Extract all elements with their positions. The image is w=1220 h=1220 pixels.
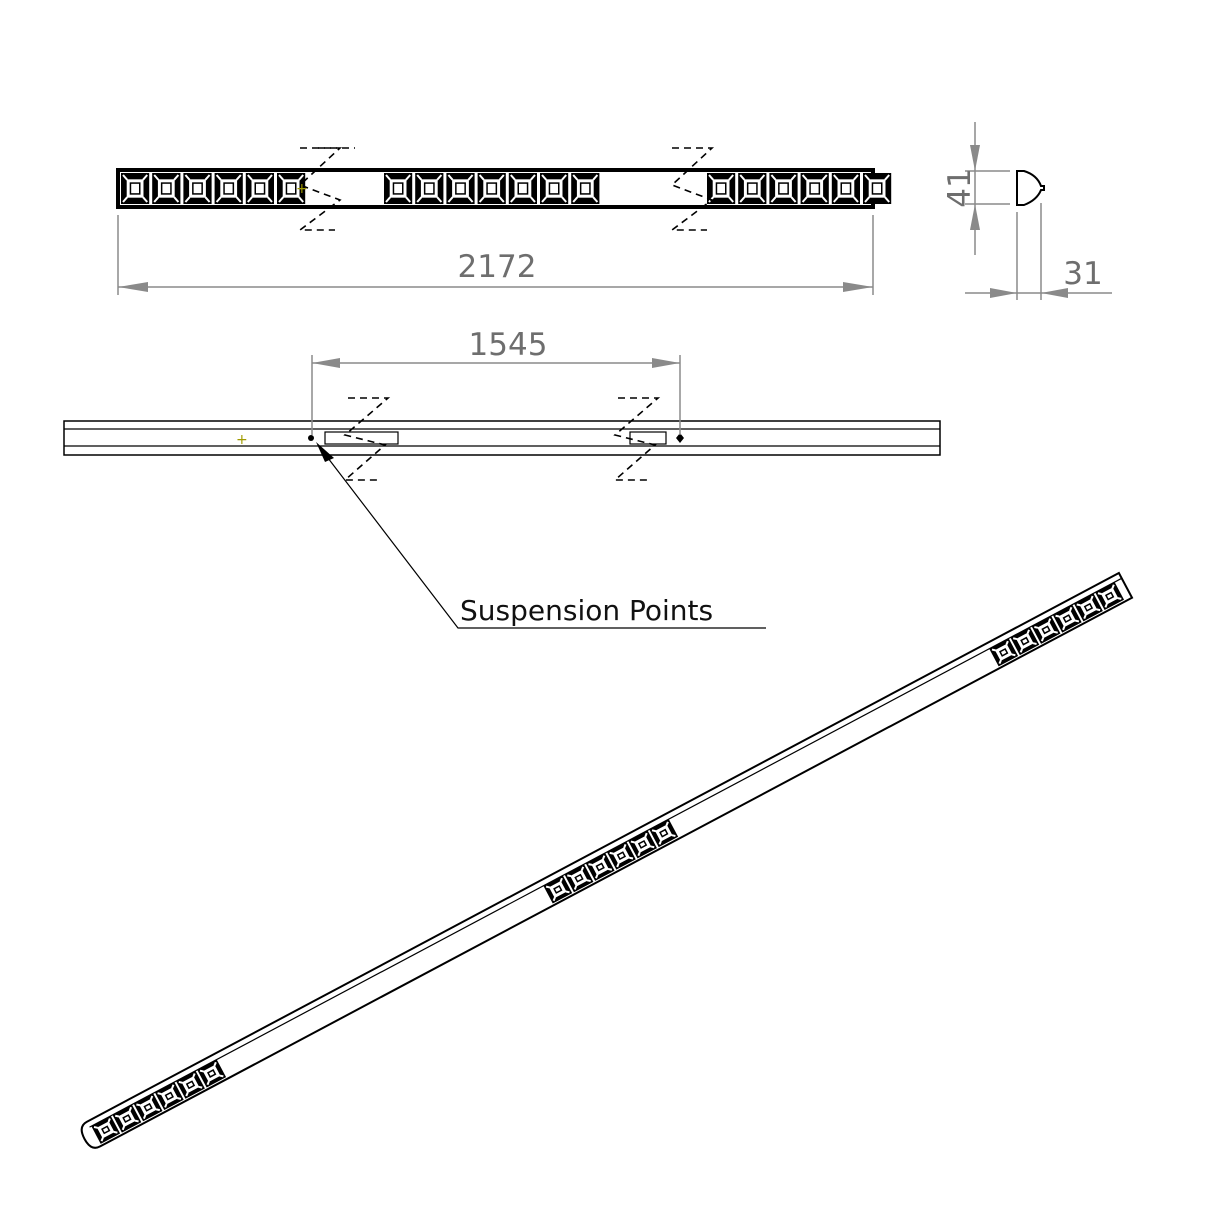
arrowhead [118,282,148,292]
arrowhead [990,288,1017,298]
center-mark: + [296,181,308,197]
louvre-cell [183,173,212,204]
louvre-cell [112,1104,142,1133]
louvre-cell [649,819,679,848]
iso-cells [91,582,1125,1144]
louvre-cell [989,638,1019,667]
bracket [324,431,399,445]
arrowhead [843,282,873,292]
louvre-cell [863,173,892,204]
dimension-width: 31 [1063,256,1102,292]
louvre-cell [154,1082,184,1111]
end-view: 41 31 [942,122,1112,300]
louvre-cell [831,173,860,204]
top-view: + 2172 [116,147,892,295]
louvre-cell [245,173,274,204]
arrowhead [970,145,980,171]
center-mark: + [236,432,248,448]
louvre-cell [214,173,243,204]
louvre-cell [176,1070,205,1099]
arrowhead [1041,288,1068,298]
louvre-cell [540,173,569,204]
louvre-cell [606,841,636,870]
louvre-cell [133,1093,163,1122]
top-view-cells [121,173,892,204]
louvre-cell [91,1115,121,1144]
louvre-cell [707,173,736,204]
side-view: + 1545 Suspension Points [63,327,941,629]
louvre-cell [738,173,767,204]
dimension-length: 2172 [458,249,537,285]
louvre-cell [446,173,475,204]
break-line-3 [342,397,391,481]
dimension-height: 41 [942,168,978,207]
louvre-cell [277,173,306,204]
louvre-cell [121,173,150,204]
iso-view [80,571,1134,1149]
louvre-cell [415,173,444,204]
louvre-cell [197,1059,227,1088]
side-view-body [63,420,941,456]
break-line-4 [612,397,661,481]
arrowhead [970,204,980,230]
dimension-spacing: 1545 [469,327,548,363]
break-line-2 [669,147,715,231]
end-profile [1016,170,1045,206]
louvre-cell [384,173,413,204]
callout-label: Suspension Points [460,594,713,627]
louvre-cell [508,173,537,204]
louvre-cell [1010,627,1040,656]
louvre-cell [477,173,506,204]
leader-arrow [316,442,334,462]
arrowhead [652,358,680,368]
suspension-point-2 [676,433,684,443]
louvre-cell [769,173,798,204]
arrowhead [312,358,340,368]
iso-edge [89,577,1122,1128]
break-line-1 [297,147,343,231]
leader-line [317,444,766,629]
louvre-cell [800,173,829,204]
louvre-cell [585,852,615,881]
louvre-cell [628,830,657,859]
louvre-cell [1031,615,1061,644]
louvre-cell [564,864,594,893]
louvre-cell [1052,604,1082,633]
louvre-cell [1074,593,1103,622]
louvre-cell [152,173,181,204]
louvre-cell [543,875,573,904]
louvre-cell [1095,582,1125,611]
suspension-point-1 [308,435,314,441]
louvre-cell [571,173,600,204]
